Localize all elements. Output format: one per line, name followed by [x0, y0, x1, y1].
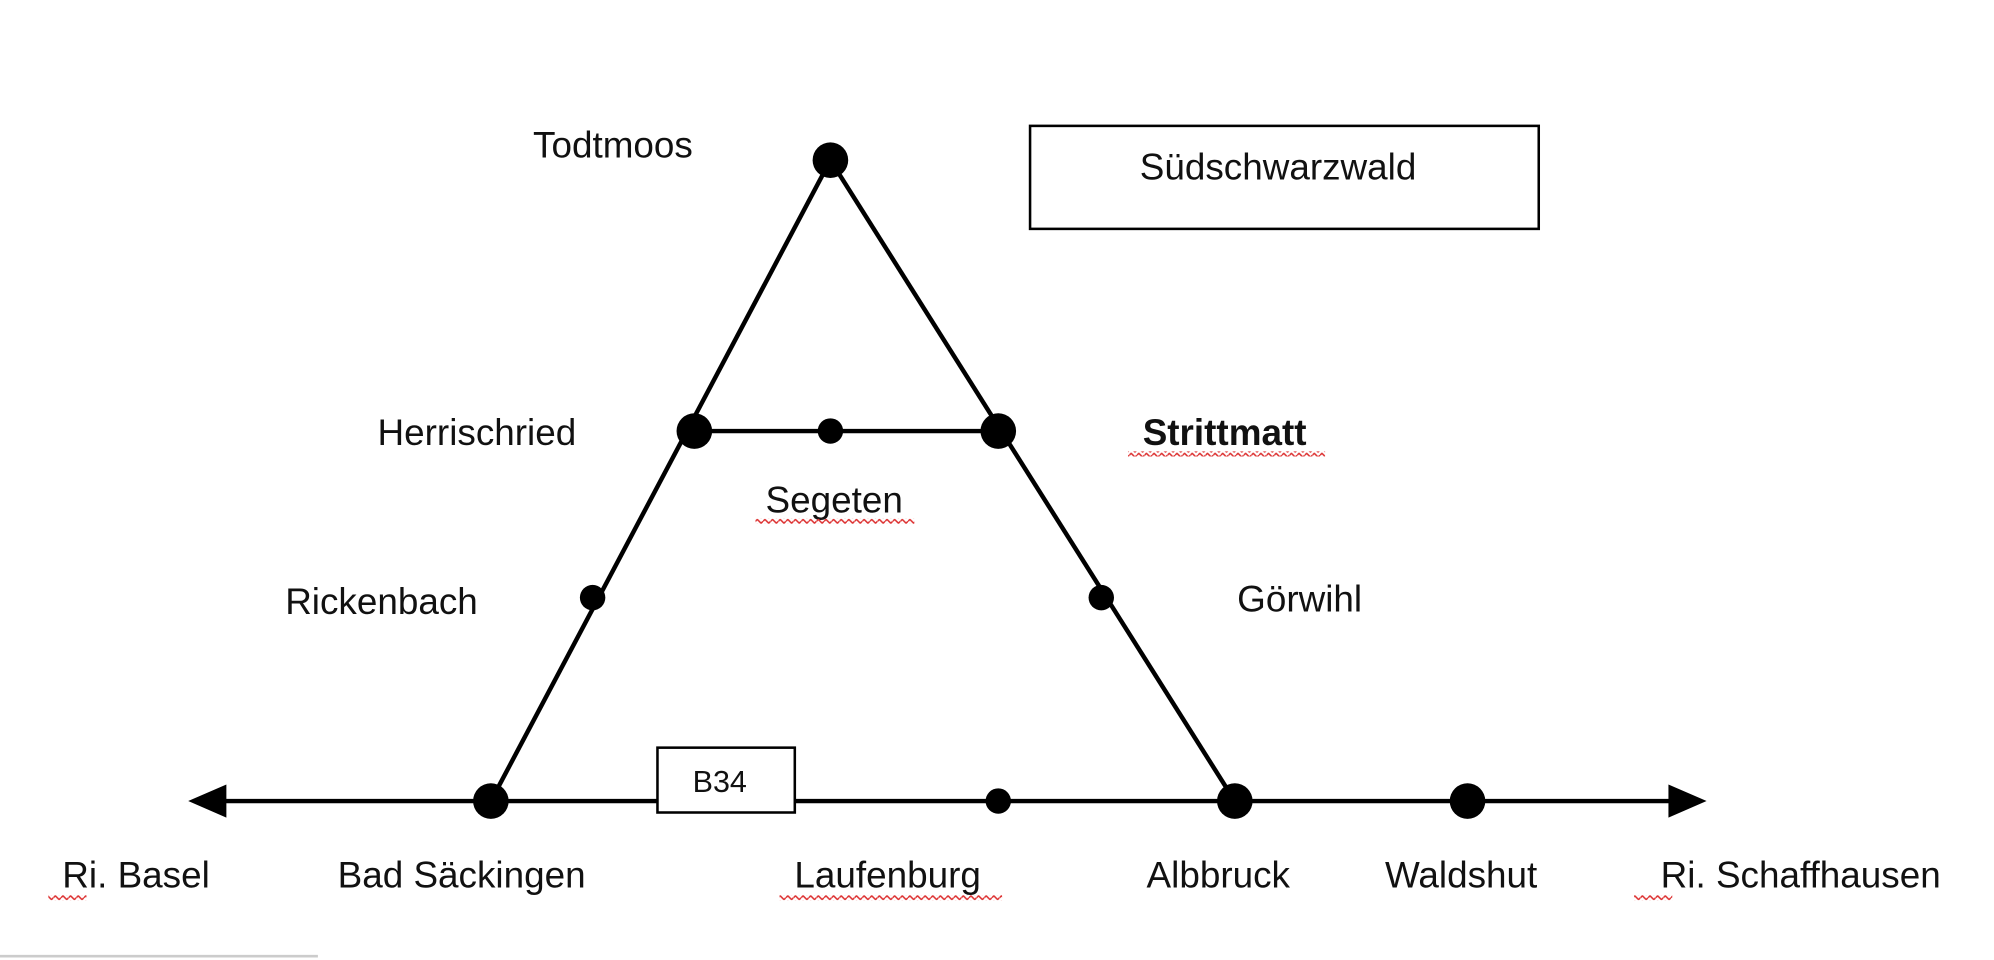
- label-todtmoos: Todtmoos: [533, 125, 693, 166]
- label-albbruck: Albbruck: [1147, 855, 1291, 896]
- spellcheck-underline: [755, 518, 915, 524]
- label-direction-east: Ri. Schaffhausen: [1661, 855, 1941, 896]
- label-segeten: Segeten: [766, 479, 903, 520]
- label-waldshut: Waldshut: [1385, 855, 1537, 896]
- label-direction-west: Ri. Basel: [62, 855, 210, 896]
- spellcheck-underline: [48, 895, 87, 901]
- node-goerwihl: [1088, 584, 1114, 611]
- region-label: Südschwarzwald: [1140, 146, 1417, 187]
- region-box: [1028, 124, 1541, 231]
- label-bad-saeckingen: Bad Säckingen: [338, 855, 586, 896]
- node-rickenbach: [579, 584, 606, 611]
- node-todtmoos: [812, 142, 849, 179]
- label-rickenbach: Rickenbach: [285, 581, 478, 622]
- node-waldshut: [1449, 783, 1486, 819]
- label-goerwihl: Görwihl: [1237, 579, 1362, 620]
- label-laufenburg: Laufenburg: [794, 855, 981, 896]
- node-bad-saeckingen: [473, 783, 509, 819]
- road-sign-label: B34: [693, 765, 747, 799]
- node-strittmatt: [980, 413, 1017, 449]
- arrow-east-icon: [1668, 784, 1707, 818]
- spellcheck-underline: [1634, 895, 1673, 901]
- node-segeten: [817, 418, 844, 444]
- label-herrischried: Herrischried: [378, 412, 577, 453]
- road-todtmoos-bad-saeckingen: [488, 159, 833, 803]
- spellcheck-underline: [1127, 451, 1326, 457]
- node-herrischried: [676, 413, 713, 449]
- road-sign-box: [656, 746, 797, 814]
- node-albbruck: [1217, 783, 1253, 819]
- node-laufenburg: [985, 788, 1011, 814]
- spellcheck-underline: [779, 895, 1003, 901]
- road-todtmoos-albbruck: [828, 159, 1237, 803]
- label-strittmatt: Strittmatt: [1143, 412, 1307, 453]
- arrow-west-icon: [188, 784, 227, 818]
